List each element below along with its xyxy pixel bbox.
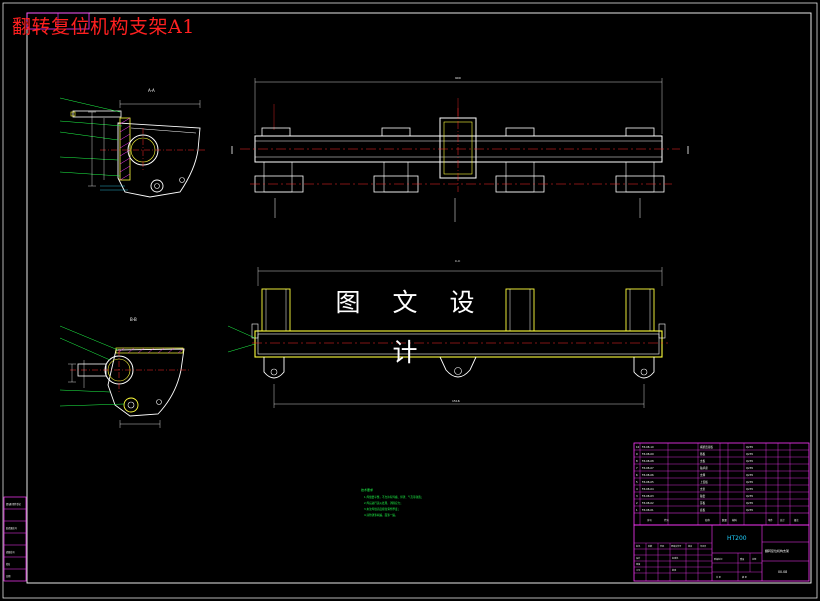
parts-header-name: 名称 <box>705 518 710 522</box>
parts-row-number: 5 <box>636 480 638 484</box>
parts-header-material: 材料 <box>732 518 737 522</box>
parts-row-number: 3 <box>636 494 638 498</box>
tb-label-weight: 重量 <box>740 557 744 561</box>
technical-notes: 技术要求 1.焊缝要平整，不允许有焊瘤、焊渣、气孔等缺陷； 2.焊后进行退火处理… <box>361 487 424 517</box>
parts-row-material: Q235 <box>746 473 753 477</box>
parts-row-material: Q235 <box>746 508 753 512</box>
strip-label-4: 底图总号 <box>6 550 16 554</box>
watermark: 图 文 设 计 <box>318 278 504 367</box>
parts-row-name: 支撑 <box>700 473 706 477</box>
parts-row-name: 筋板 <box>700 452 706 456</box>
parts-row-number: 2 <box>636 501 638 505</box>
notes-line-4: 4.涂防锈漆两遍，面漆一遍。 <box>364 513 398 517</box>
parts-row-code: FZ-08-09 <box>642 452 654 456</box>
parts-row-number: 4 <box>636 487 638 491</box>
tb-label-sheets-total: 共 张 <box>716 575 722 579</box>
parts-row-code: FZ-08-04 <box>642 487 654 491</box>
parts-row-code: FZ-08-01 <box>642 508 654 512</box>
plan-view: 900 <box>231 76 689 222</box>
parts-row-name: 支架 <box>700 487 706 491</box>
tb-label-standardize: 标准化 <box>672 556 678 560</box>
parts-row-number: 7 <box>636 466 638 470</box>
tb-label-stage: 阶段标记 <box>714 557 722 561</box>
front-view: C-C 1516 <box>227 259 668 408</box>
parts-header-unit: 单件 <box>768 518 773 522</box>
strip-label-5: 签名 <box>6 562 10 566</box>
strip-label-0: 借(通)用件登记 <box>6 502 22 506</box>
material-standard: HT200 <box>727 535 747 542</box>
parts-header-total: 总计 <box>780 518 785 522</box>
parts-row-material: Q235 <box>746 480 753 484</box>
parts-row-code: FZ-08-07 <box>642 466 654 470</box>
parts-header-no: 序号 <box>647 518 652 522</box>
tb-label-process: 工艺 <box>636 568 640 572</box>
parts-row-name: 耳板 <box>700 501 706 505</box>
parts-row-name: 轴承座 <box>700 466 708 470</box>
parts-row-number: 6 <box>636 473 638 477</box>
notes-heading: 技术要求 <box>361 487 373 492</box>
tb-label-count: 处数 <box>648 544 653 548</box>
tb-label-change: 更改文件号 <box>671 544 681 548</box>
tb-label-sign: 签名 <box>688 544 692 548</box>
parts-row-number: 8 <box>636 459 638 463</box>
parts-row-name: 轴套 <box>700 494 706 498</box>
drawing-number: 00.08 <box>778 570 787 574</box>
parts-row-number: 1 <box>636 508 638 512</box>
parts-row-material: Q235 <box>746 466 753 470</box>
parts-row-code: FZ-08-10 <box>642 445 654 449</box>
tb-label-zone: 分区 <box>660 544 664 548</box>
tb-label-mark: 标记 <box>636 544 640 548</box>
parts-row-code: FZ-08-06 <box>642 473 654 477</box>
section-c-label: C-C <box>455 259 460 263</box>
section-view-b: B-B <box>59 317 190 428</box>
parts-row-material: Q235 <box>746 445 753 449</box>
notes-line-3: 3.未注焊缝高度按较薄件厚度； <box>364 507 400 511</box>
parts-header-remark: 备注 <box>794 518 799 522</box>
tb-label-sheet-no: 第 张 <box>742 575 748 579</box>
left-strip: 借(通)用件登记 旧底图总号 底图总号 签名 日期 <box>3 496 27 582</box>
parts-row-name: 支板 <box>700 459 706 463</box>
tb-label-design: 设计 <box>636 556 640 560</box>
title-block: HT200 翻转复位机构支架 00.08 标记 处数 分区 更改文件号 签名 年… <box>633 524 810 582</box>
parts-row-name: 底板 <box>700 508 706 512</box>
parts-row-material: Q235 <box>746 494 753 498</box>
parts-row-material: Q235 <box>746 487 753 491</box>
parts-header-code: 代号 <box>664 518 669 522</box>
parts-row-code: FZ-08-03 <box>642 494 654 498</box>
parts-header-qty: 数量 <box>722 518 727 522</box>
inner-frame <box>26 12 812 584</box>
parts-row-name: 横梁连接板 <box>700 445 713 449</box>
parts-row-number: 10 <box>636 445 640 449</box>
parts-row-material: Q235 <box>746 501 753 505</box>
overall-length-top: 900 <box>455 76 461 80</box>
strip-label-2: 旧底图总号 <box>6 526 18 530</box>
parts-row-code: FZ-08-08 <box>642 459 654 463</box>
section-view-a: A-A <box>59 88 205 198</box>
parts-row-code: FZ-08-05 <box>642 480 654 484</box>
overall-length-bottom: 1516 <box>452 399 460 403</box>
strip-label-6: 日期 <box>6 574 11 578</box>
section-a-label: A-A <box>148 88 155 93</box>
parts-row-code: FZ-08-02 <box>642 501 654 505</box>
drawing-number-box <box>26 12 90 30</box>
tb-label-date: 年月日 <box>700 544 706 548</box>
drawing-title: 翻转复位机构支架A1 <box>12 16 195 38</box>
parts-row-material: Q235 <box>746 459 753 463</box>
tb-label-approve: 批准 <box>672 568 676 572</box>
drawing-name: 翻转复位机构支架 <box>765 548 789 553</box>
parts-row-name: 上盖板 <box>700 480 708 484</box>
tb-label-scale: 比例 <box>752 557 756 561</box>
section-b-label: B-B <box>130 317 137 322</box>
parts-row-number: 9 <box>636 452 638 456</box>
tb-label-review: 审核 <box>636 562 640 566</box>
notes-line-1: 1.焊缝要平整，不允许有焊瘤、焊渣、气孔等缺陷； <box>364 495 424 499</box>
parts-row-material: Q235 <box>746 452 753 456</box>
notes-line-2: 2.焊后进行退火处理，消除应力； <box>364 501 403 505</box>
